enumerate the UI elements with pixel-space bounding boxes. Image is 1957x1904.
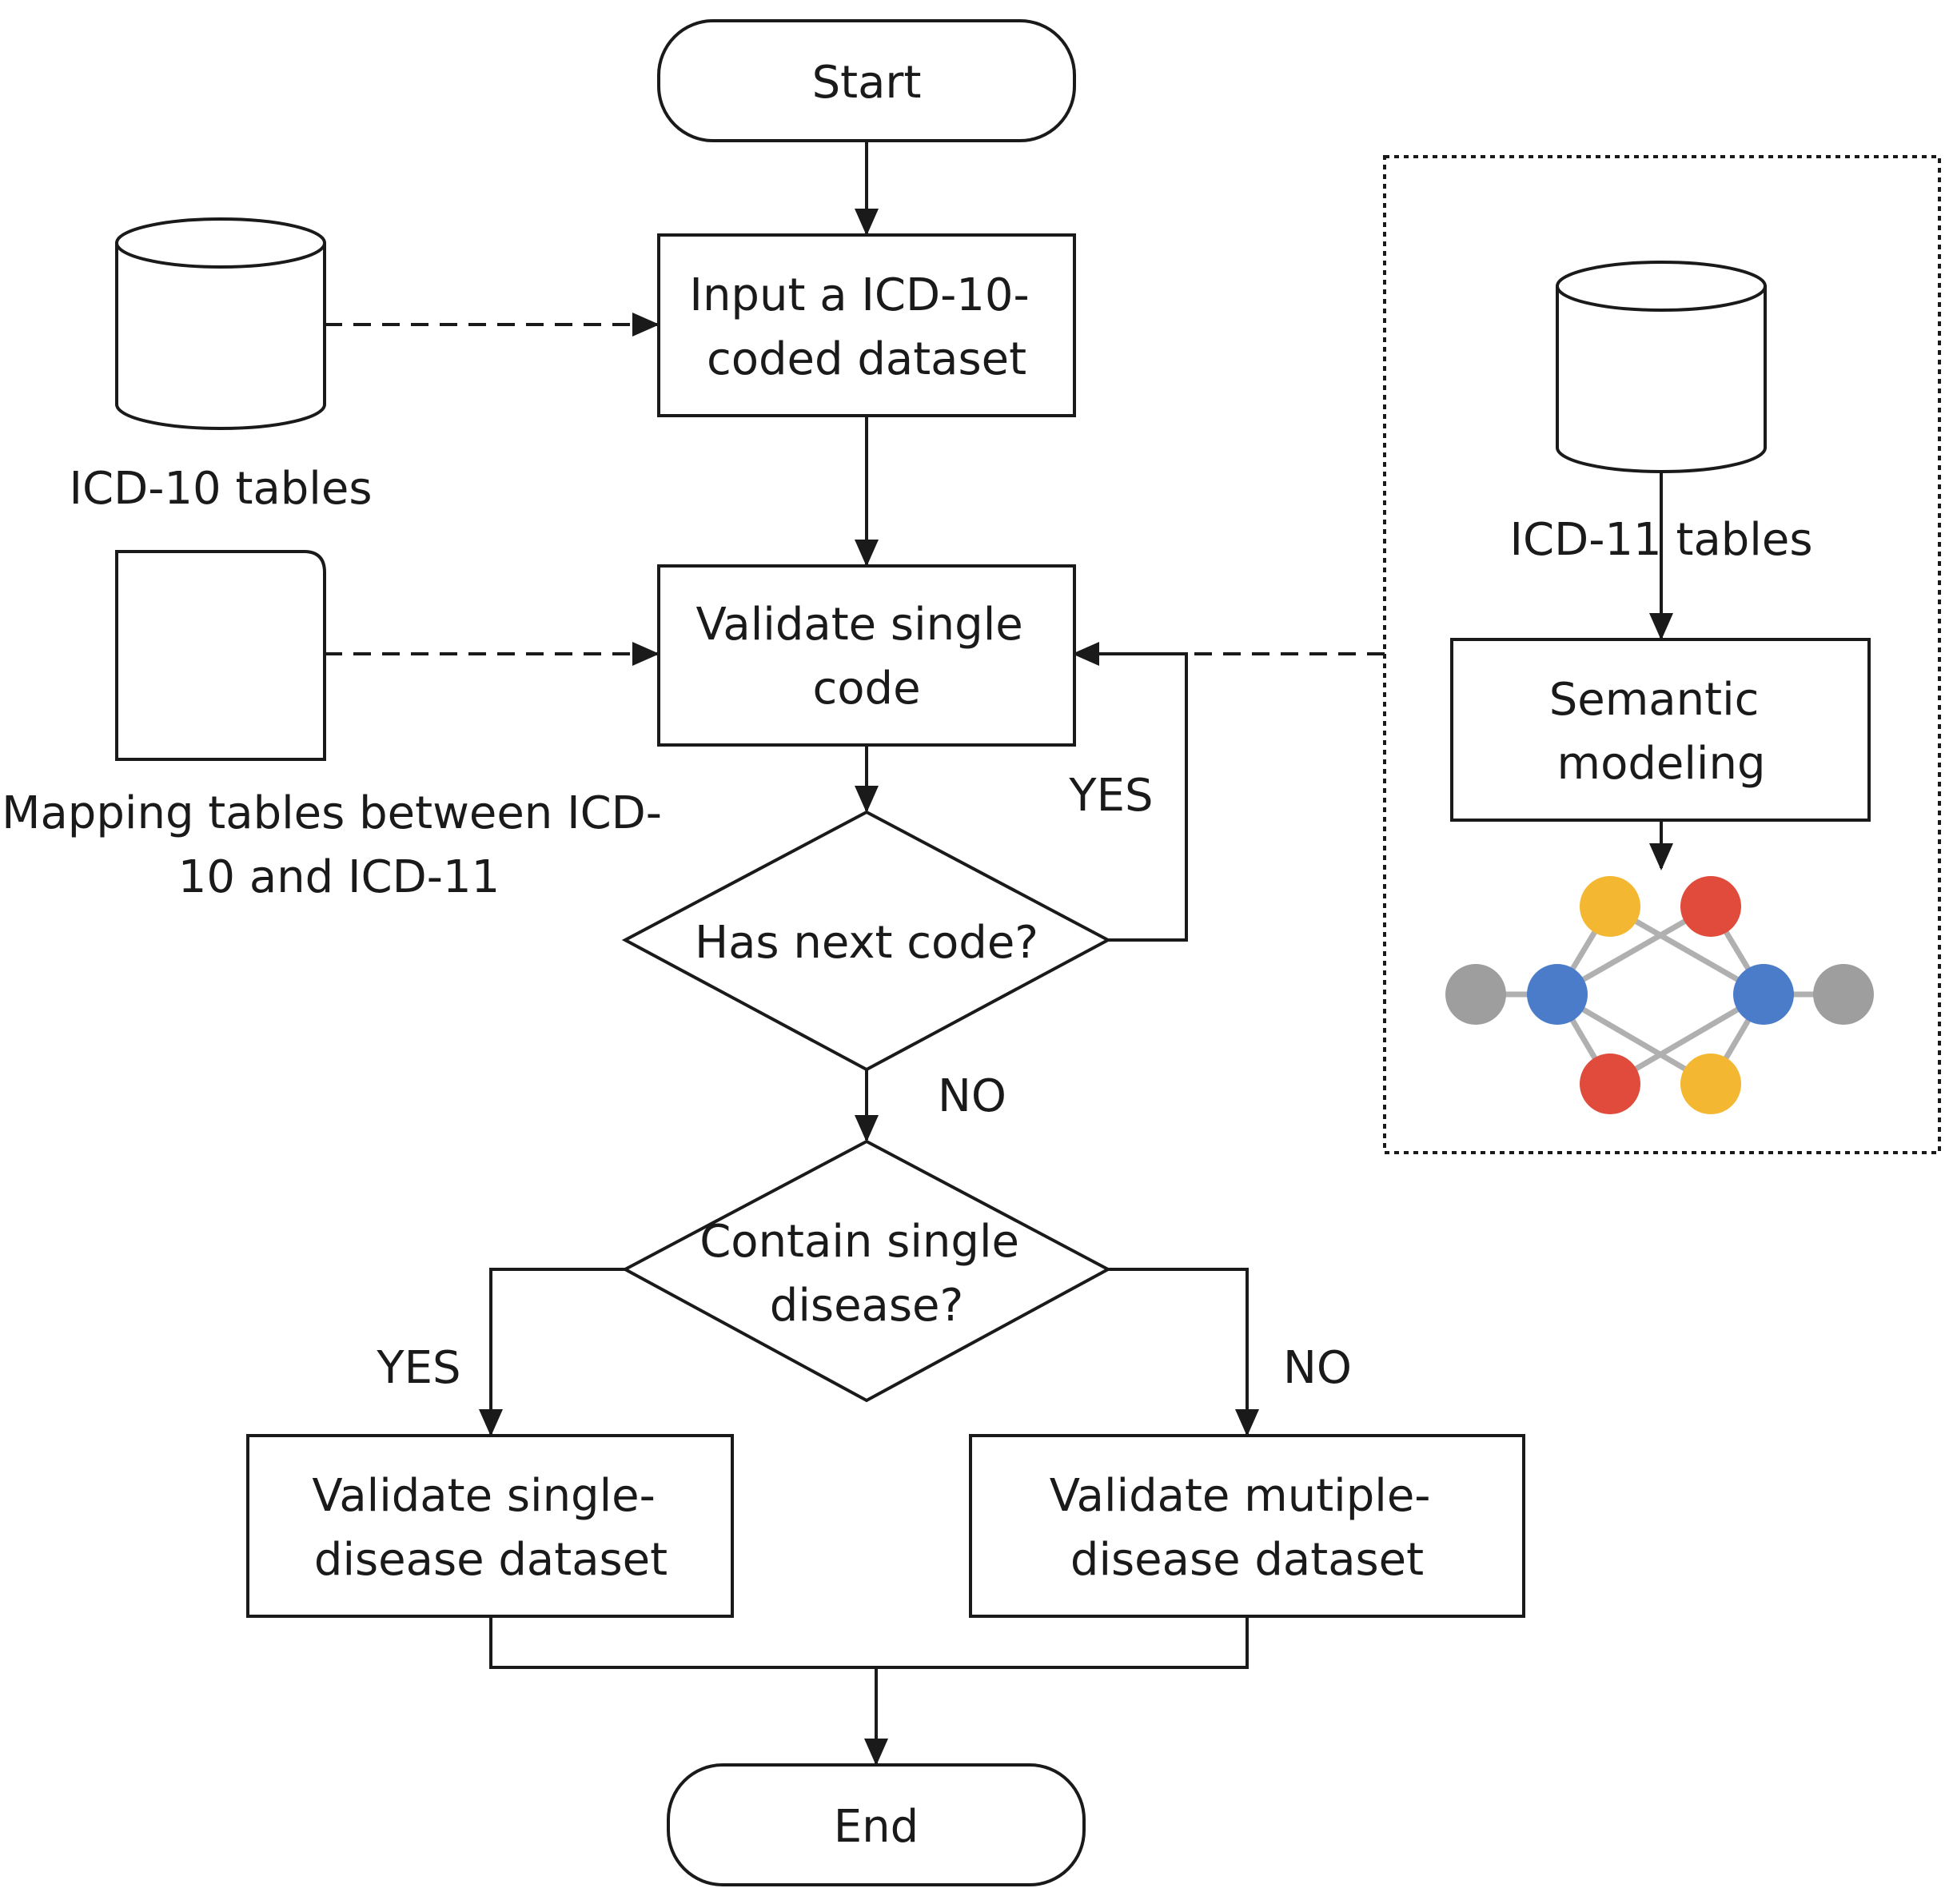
end-terminator [667, 1763, 1086, 1886]
validate-multiple-line2: disease dataset [1070, 1534, 1424, 1586]
graph-node-grey-left [1445, 964, 1506, 1025]
mapping-tables-line1: Mapping tables between ICD- [2, 787, 662, 839]
arrow-no-to-multiple [1108, 1268, 1259, 1436]
validate-code-box [657, 564, 1076, 747]
semantic-modeling-box [1450, 638, 1871, 822]
validate-single-box [246, 1434, 734, 1618]
validate-single-line1: Validate single- [312, 1470, 655, 1522]
validate-code-line2: code [812, 663, 920, 715]
join-line [489, 1616, 1249, 1669]
validate-multiple-box [969, 1434, 1525, 1618]
validate-single-label: Validate single- disease dataset [312, 1470, 669, 1586]
input-dataset-label: Input a ICD-10- coded dataset [689, 269, 1043, 385]
contain-single-line2: disease? [770, 1280, 963, 1332]
loop-yes-label: YES [1068, 770, 1153, 822]
graph-node-blue-left [1527, 964, 1588, 1025]
mapping-tables-label: Mapping tables between ICD- 10 and ICD-1… [2, 787, 676, 903]
input-dataset-line1: Input a ICD-10- [689, 269, 1029, 321]
validate-code-line1: Validate single [696, 599, 1022, 651]
contain-single-label: Contain single disease? [699, 1216, 1034, 1332]
semantic-modeling-line2: modeling [1557, 738, 1766, 790]
single-yes-label: YES [376, 1342, 460, 1394]
start-label: Start [812, 57, 922, 109]
graph-node-yellow-top [1580, 876, 1640, 937]
has-next-decision [621, 810, 1112, 1072]
network-graph-icon [1445, 876, 1874, 1114]
graph-node-red-bottom [1580, 1054, 1640, 1114]
graph-node-red-top [1680, 876, 1741, 937]
input-dataset-box [657, 233, 1076, 417]
mapping-tables-line2: 10 and ICD-11 [178, 851, 500, 903]
start-terminator [657, 19, 1076, 142]
icd10-database-icon [115, 217, 326, 430]
single-no-label: NO [1283, 1342, 1352, 1394]
icd11-tables-label: ICD-11 tables [1509, 514, 1812, 566]
contain-single-line1: Contain single [699, 1216, 1019, 1268]
mapping-document-icon [115, 550, 326, 761]
input-dataset-line2: coded dataset [707, 333, 1026, 385]
next-no-label: NO [938, 1070, 1006, 1122]
icd10-tables-label: ICD-10 tables [69, 463, 372, 515]
graph-node-blue-right [1733, 964, 1794, 1025]
has-next-label: Has next code? [695, 917, 1038, 969]
validate-multiple-line1: Validate mutiple- [1050, 1470, 1431, 1522]
icd11-database-icon [1556, 261, 1767, 473]
end-label: End [834, 1801, 919, 1853]
validate-multiple-label: Validate mutiple- disease dataset [1050, 1470, 1445, 1586]
graph-node-grey-right [1813, 964, 1874, 1025]
validate-single-line2: disease dataset [314, 1534, 668, 1586]
arrow-yes-to-single [479, 1268, 625, 1436]
contain-single-decision [621, 1139, 1112, 1403]
arrow-yes-loop [1072, 642, 1188, 942]
graph-node-yellow-bottom [1680, 1054, 1741, 1114]
semantic-modeling-label: Semantic modeling [1549, 674, 1773, 790]
semantic-modeling-line1: Semantic [1549, 674, 1760, 726]
validate-code-label: Validate single code [696, 599, 1037, 715]
